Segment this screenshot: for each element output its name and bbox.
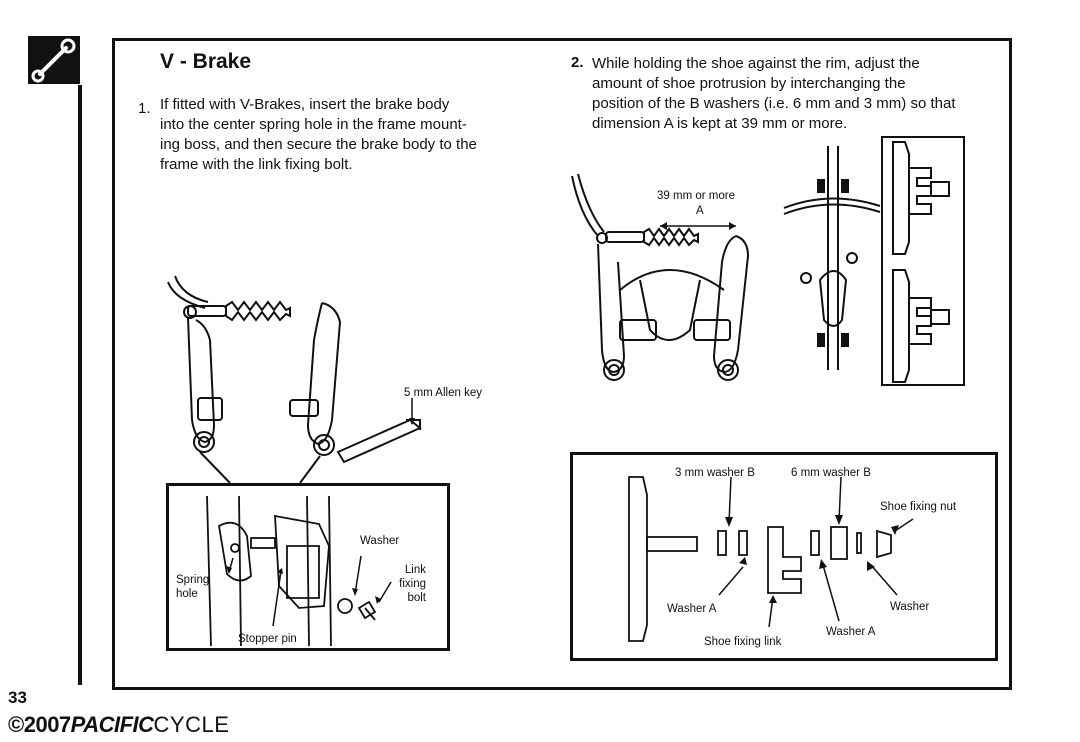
brand-suffix: CYCLE (153, 712, 230, 737)
spring-hole-line: Spring (176, 574, 210, 586)
washer-label-right: Washer (890, 601, 930, 613)
step-1-line: ing boss, and then secure the brake body… (160, 136, 477, 153)
copyright-symbol: © (8, 712, 24, 737)
washer-b-6mm-label: 6 mm washer B (791, 467, 871, 479)
page-number: 33 (8, 688, 27, 707)
page-title: V - Brake (160, 50, 252, 73)
allen-key-label: 5 mm Allen key (404, 387, 482, 399)
washer-label: Washer (360, 535, 400, 547)
step-1-text: If fitted with V-Brakes, insert the brak… (160, 95, 540, 175)
step-2-line: amount of shoe protrusion by interchangi… (592, 75, 906, 92)
stopper-pin-label: Stopper pin (238, 633, 297, 645)
dimension-letter: A (696, 205, 704, 217)
step-1-number: 1. (138, 100, 151, 117)
wrench-icon (28, 36, 80, 84)
link-fixing-bolt-line: fixing (399, 578, 426, 590)
step-1-line: into the center spring hole in the frame… (160, 116, 467, 133)
shoe-fixing-link-label: Shoe fixing link (704, 636, 782, 648)
copyright-year: 2007 (23, 712, 71, 737)
copyright-footer: ©2007PACIFICCYCLE (8, 712, 229, 738)
step-2-text: While holding the shoe against the rim, … (592, 54, 1012, 134)
step-1-line: frame with the link fixing bolt. (160, 156, 353, 173)
spring-hole-line: hole (176, 588, 198, 600)
brand-name: PACIFIC (70, 712, 154, 737)
margin-rule (78, 85, 82, 685)
shoe-orientation-inset (881, 136, 965, 386)
dimension-label: 39 mm or more (657, 190, 735, 202)
step-2-number: 2. (571, 54, 584, 71)
step-2-line: While holding the shoe against the rim, … (592, 55, 920, 72)
washer-a-label: Washer A (667, 603, 717, 615)
exploded-shoe-inset (570, 452, 998, 661)
shoe-fixing-nut-label: Shoe fixing nut (880, 501, 957, 513)
step-1-line: If fitted with V-Brakes, insert the brak… (160, 96, 450, 113)
step-2-line: position of the B washers (i.e. 6 mm and… (592, 95, 956, 112)
link-fixing-bolt-label: Link fixing bolt (398, 563, 426, 605)
washer-a-label-right: Washer A (826, 626, 876, 638)
spring-hole-label: Spring hole (176, 573, 209, 601)
step-2-line: dimension A is kept at 39 mm or more. (592, 115, 848, 132)
detail-inset-spring (166, 483, 450, 651)
washer-b-3mm-label: 3 mm washer B (675, 467, 755, 479)
link-fixing-bolt-line: bolt (407, 592, 426, 604)
link-fixing-bolt-line: Link (404, 564, 426, 576)
content-frame (112, 38, 1012, 690)
